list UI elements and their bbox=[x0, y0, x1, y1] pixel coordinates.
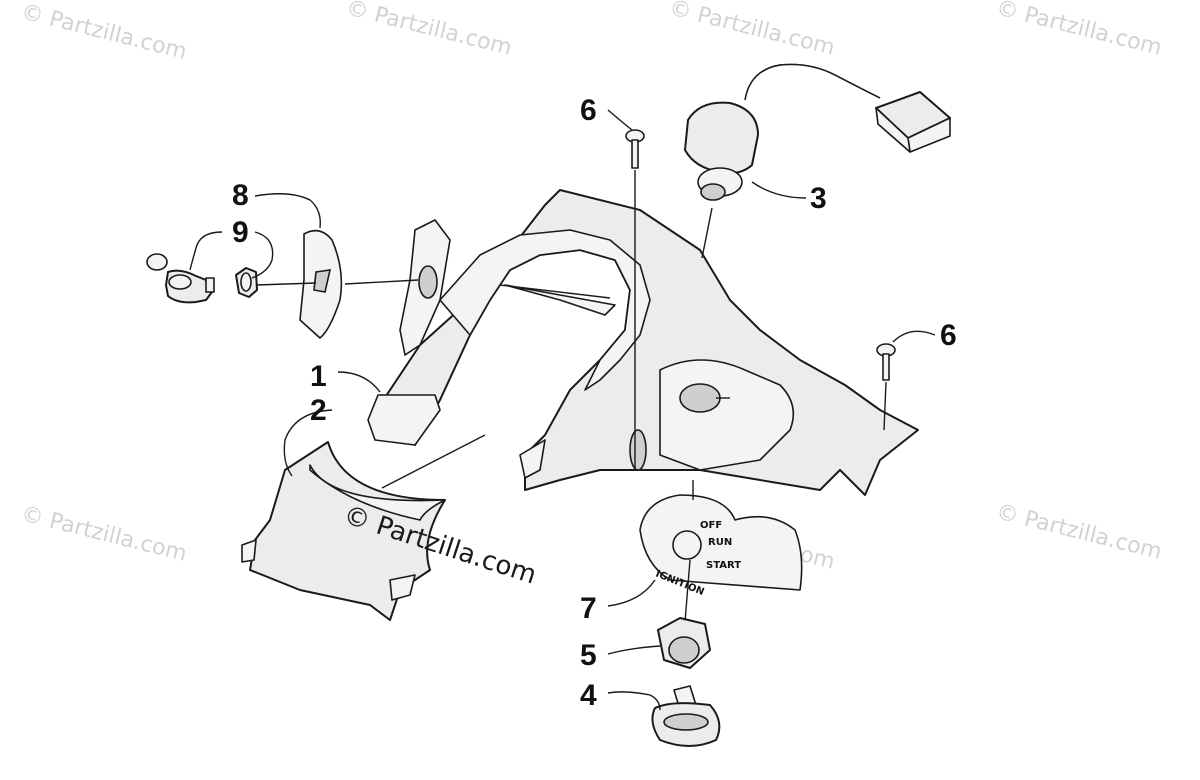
part-3-ignition-switch bbox=[684, 63, 951, 259]
plate-label-run: RUN bbox=[708, 537, 732, 548]
watermark-top-left: © Partzilla.com bbox=[19, 0, 190, 65]
callout-6-right: 6 bbox=[940, 319, 957, 352]
callout-labels: 1 2 3 4 5 6 6 7 8 9 bbox=[232, 94, 957, 712]
callout-3: 3 bbox=[810, 182, 827, 215]
callout-1: 1 bbox=[310, 360, 327, 393]
watermark-mid-left: © Partzilla.com bbox=[19, 502, 190, 567]
callout-5: 5 bbox=[580, 639, 597, 672]
callout-8: 8 bbox=[232, 179, 249, 212]
part-1-console-housing bbox=[367, 189, 919, 496]
watermark-mid-right: © Partzilla.com bbox=[994, 500, 1165, 565]
part-7-ignition-plate: OFF RUN START IGNITION bbox=[639, 480, 803, 623]
plate-label-start: START bbox=[706, 560, 741, 571]
callout-leaders bbox=[189, 109, 936, 711]
part-4-key bbox=[651, 685, 721, 747]
part-5-nut bbox=[657, 617, 711, 669]
part-6-screw-right bbox=[876, 343, 896, 431]
watermark-top-center-right: © Partzilla.com bbox=[667, 0, 838, 61]
callout-4: 4 bbox=[580, 679, 597, 712]
plate-label-off: OFF bbox=[700, 520, 722, 531]
part-8-plate bbox=[299, 229, 419, 339]
part-6-screw-left bbox=[625, 129, 645, 470]
callout-7: 7 bbox=[580, 592, 597, 625]
callout-9: 9 bbox=[232, 216, 249, 249]
part-2-lower-cover bbox=[241, 441, 446, 621]
callout-6-top: 6 bbox=[580, 94, 597, 127]
watermark-top-right: © Partzilla.com bbox=[994, 0, 1165, 61]
part-9-socket bbox=[146, 253, 317, 304]
callout-2: 2 bbox=[310, 394, 327, 427]
watermark-top-center-left: © Partzilla.com bbox=[344, 0, 515, 61]
